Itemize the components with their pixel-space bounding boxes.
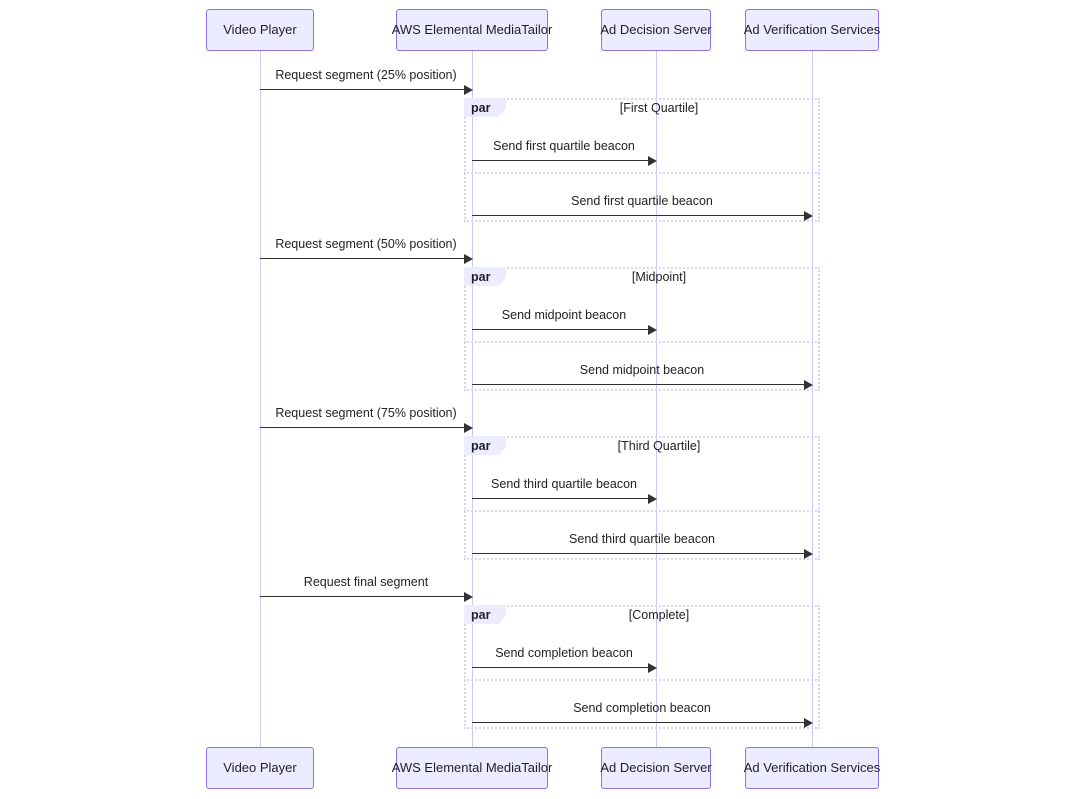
footer-participant-label-player: Video Player xyxy=(223,759,297,775)
message-line-m4 xyxy=(260,258,464,259)
par-fragment-condition-2: [Midpoint] xyxy=(631,270,687,284)
par-fragment-3 xyxy=(464,436,820,560)
message-arrowhead-m4 xyxy=(464,253,473,264)
footer-participant-label-verify: Ad Verification Services xyxy=(743,759,881,775)
message-arrowhead-m1 xyxy=(464,84,473,95)
header-participant-mediatailor[interactable]: AWS Elemental MediaTailor xyxy=(392,9,552,51)
header-participant-label-mediatailor: AWS Elemental MediaTailor xyxy=(391,21,553,37)
par-fragment-tab-2: par xyxy=(464,267,506,286)
message-arrowhead-m9 xyxy=(804,548,813,559)
message-arrowhead-m6 xyxy=(804,379,813,390)
message-line-m1 xyxy=(260,89,464,90)
message-line-m11 xyxy=(472,667,648,668)
par-fragment-condition-3: [Third Quartile] xyxy=(617,439,701,453)
message-label-m12: Send completion beacon xyxy=(573,701,711,715)
message-line-m6 xyxy=(472,384,804,385)
message-line-m8 xyxy=(472,498,648,499)
lifeline-verify xyxy=(812,50,813,748)
message-line-m10 xyxy=(260,596,464,597)
footer-participant-verify[interactable]: Ad Verification Services xyxy=(743,747,881,789)
header-participant-verify[interactable]: Ad Verification Services xyxy=(743,9,881,51)
header-participant-ads[interactable]: Ad Decision Server xyxy=(600,9,712,51)
par-fragment-condition-4: [Complete] xyxy=(628,608,690,622)
par-fragment-4 xyxy=(464,605,820,729)
message-arrowhead-m10 xyxy=(464,591,473,602)
footer-participant-label-mediatailor: AWS Elemental MediaTailor xyxy=(391,759,553,775)
message-line-m2 xyxy=(472,160,648,161)
message-arrowhead-m8 xyxy=(648,493,657,504)
message-arrowhead-m12 xyxy=(804,717,813,728)
message-label-m5: Send midpoint beacon xyxy=(501,308,627,322)
message-line-m12 xyxy=(472,722,804,723)
footer-participant-player[interactable]: Video Player xyxy=(206,747,314,789)
par-fragment-divider-4 xyxy=(464,679,820,681)
par-fragment-tab-1: par xyxy=(464,98,506,117)
message-arrowhead-m3 xyxy=(804,210,813,221)
footer-participant-label-ads: Ad Decision Server xyxy=(600,759,712,775)
par-fragment-condition-1: [First Quartile] xyxy=(619,101,699,115)
message-label-m10: Request final segment xyxy=(303,575,429,589)
message-label-m9: Send third quartile beacon xyxy=(569,532,715,546)
par-fragment-divider-3 xyxy=(464,510,820,512)
message-label-m2: Send first quartile beacon xyxy=(493,139,635,153)
footer-participant-mediatailor[interactable]: AWS Elemental MediaTailor xyxy=(392,747,552,789)
message-label-m11: Send completion beacon xyxy=(495,646,633,660)
par-fragment-1 xyxy=(464,98,820,222)
message-label-m6: Send midpoint beacon xyxy=(579,363,705,377)
par-fragment-tab-3: par xyxy=(464,436,506,455)
message-arrowhead-m2 xyxy=(648,155,657,166)
lifeline-ads xyxy=(656,50,657,748)
par-fragment-2 xyxy=(464,267,820,391)
lifeline-player xyxy=(260,50,261,748)
message-label-m3: Send first quartile beacon xyxy=(571,194,713,208)
message-arrowhead-m11 xyxy=(648,662,657,673)
footer-participant-ads[interactable]: Ad Decision Server xyxy=(600,747,712,789)
message-label-m4: Request segment (50% position) xyxy=(275,237,457,251)
message-line-m5 xyxy=(472,329,648,330)
header-participant-label-verify: Ad Verification Services xyxy=(743,21,881,37)
header-participant-label-player: Video Player xyxy=(223,21,297,37)
message-label-m8: Send third quartile beacon xyxy=(491,477,637,491)
message-label-m1: Request segment (25% position) xyxy=(275,68,457,82)
header-participant-label-ads: Ad Decision Server xyxy=(600,21,712,37)
message-line-m3 xyxy=(472,215,804,216)
message-arrowhead-m5 xyxy=(648,324,657,335)
par-fragment-divider-1 xyxy=(464,172,820,174)
lifeline-mediatailor xyxy=(472,50,473,748)
message-line-m7 xyxy=(260,427,464,428)
par-fragment-tab-4: par xyxy=(464,605,506,624)
header-participant-player[interactable]: Video Player xyxy=(206,9,314,51)
message-line-m9 xyxy=(472,553,804,554)
par-fragment-divider-2 xyxy=(464,341,820,343)
message-arrowhead-m7 xyxy=(464,422,473,433)
message-label-m7: Request segment (75% position) xyxy=(275,406,457,420)
